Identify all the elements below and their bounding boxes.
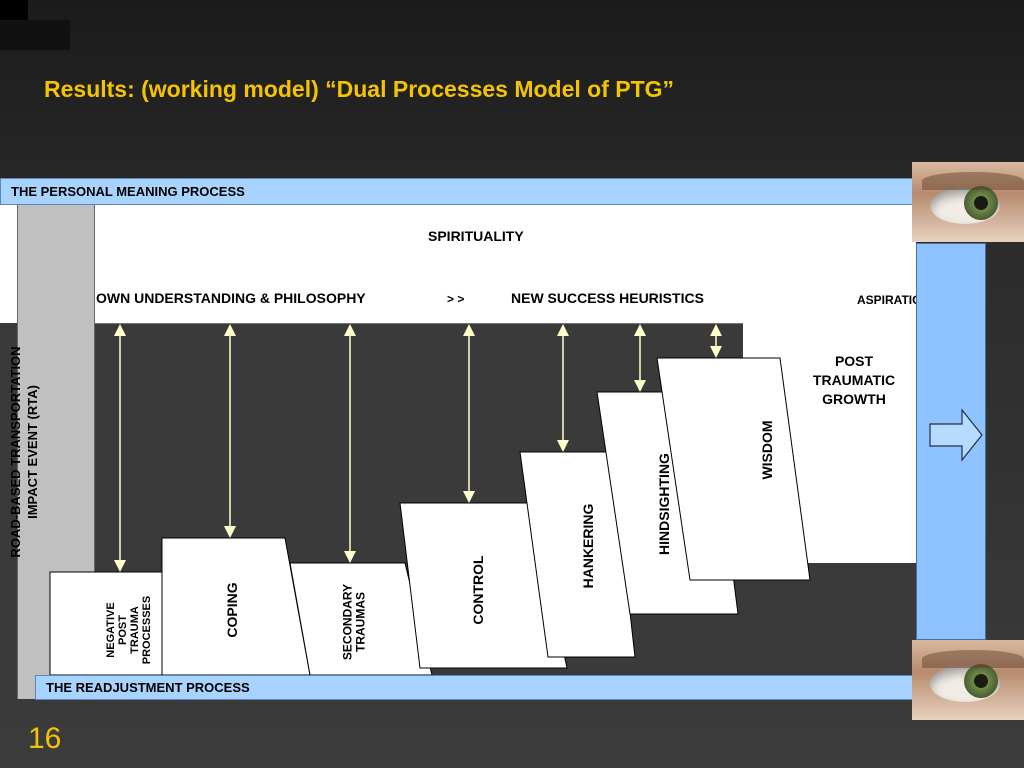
stage-label-wisdom: WISDOM: [759, 420, 775, 479]
forward-arrow-icon: [929, 408, 983, 462]
slide-title: Results: (working model) “Dual Processes…: [44, 76, 675, 102]
stage-box-control: [399, 502, 568, 669]
ptg-label-line1: POST: [834, 353, 874, 369]
philosophy-band: OWN UNDERSTANDING & PHILOSOPHY > > NEW S…: [93, 272, 938, 324]
eye-photo-bottom: [912, 640, 1024, 720]
ptg-label-line3: GROWTH: [822, 391, 886, 407]
personal-meaning-banner: THE PERSONAL MEANING PROCESS: [0, 178, 916, 205]
stage-label-hindsighting: HINDSIGHTING: [656, 453, 672, 555]
readjustment-label: THE READJUSTMENT PROCESS: [46, 680, 250, 695]
ptg-label: POST TRAUMATIC GROWTH: [800, 352, 908, 409]
stage-label-negative-post-trauma: NEGATIVEPOSTTRAUMAPROCESSES: [105, 596, 153, 664]
stage-label-secondary-traumas: SECONDARYTRAUMAS: [341, 584, 368, 660]
progression-arrows: > >: [447, 292, 465, 306]
stage-label-control: CONTROL: [470, 555, 486, 625]
ptg-label-line2: TRAUMATIC: [812, 372, 896, 388]
spirituality-label: SPIRITUALITY: [428, 228, 524, 244]
readjustment-banner: THE READJUSTMENT PROCESS: [35, 675, 916, 700]
eye-photo-top: [912, 162, 1024, 242]
corner-decoration-shadow: [0, 20, 70, 50]
stage-label-hankering: HANKERING: [580, 504, 596, 589]
stage-box-wisdom: [656, 357, 811, 581]
stage-box-hankering: [519, 451, 636, 658]
new-success-heuristics-label: NEW SUCCESS HEURISTICS: [511, 290, 704, 306]
personal-meaning-label: THE PERSONAL MEANING PROCESS: [11, 184, 245, 199]
slide-number: 16: [28, 722, 62, 755]
stage-label-coping: COPING: [224, 582, 240, 637]
own-understanding-label: OWN UNDERSTANDING & PHILOSOPHY: [96, 290, 366, 306]
corner-decoration: [0, 0, 28, 20]
